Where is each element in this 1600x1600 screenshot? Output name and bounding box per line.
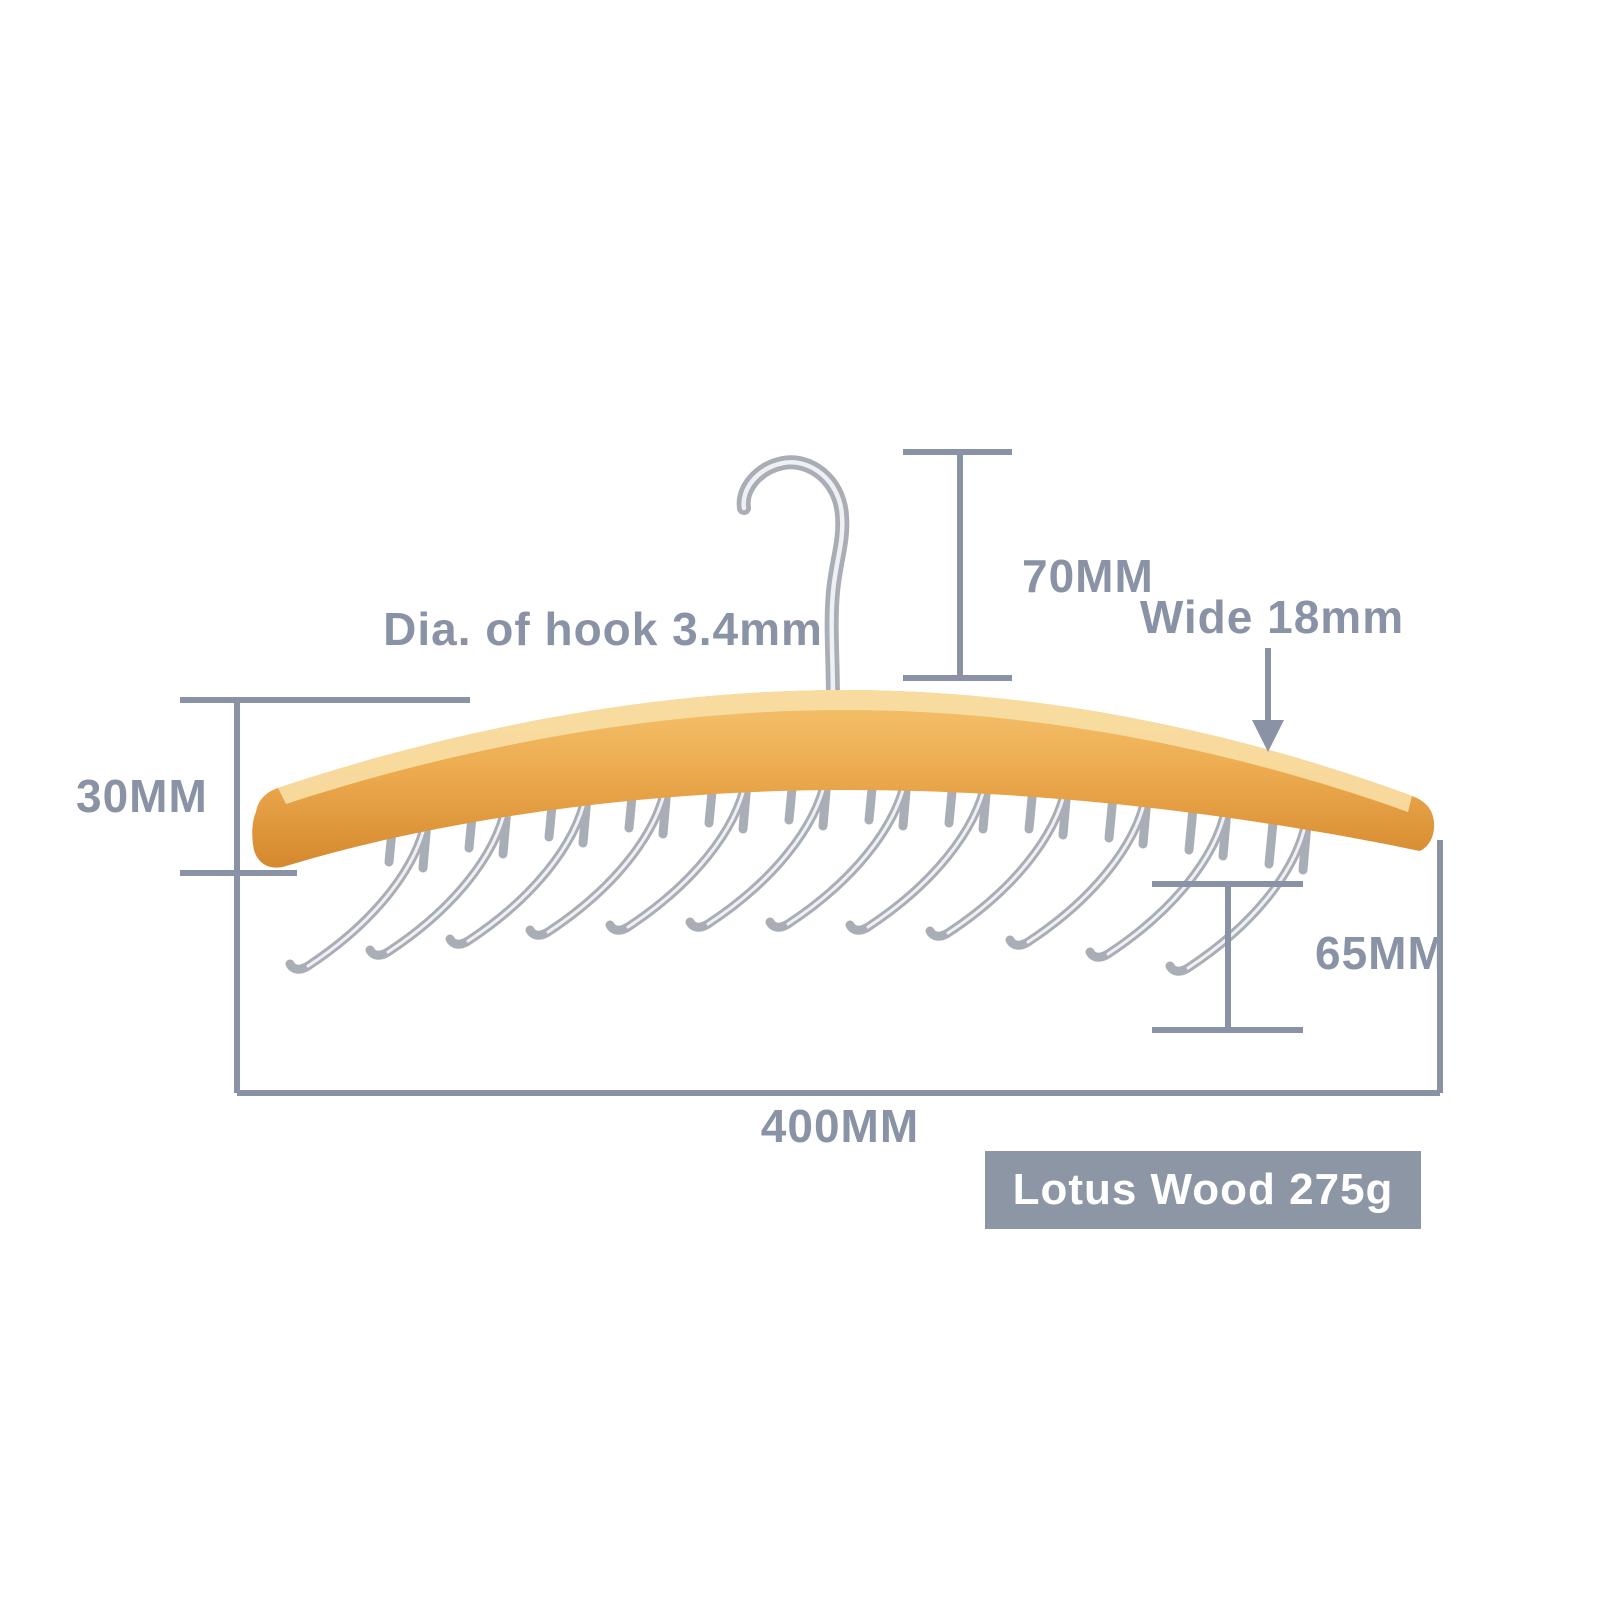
wide-label: Wide 18mm bbox=[1139, 591, 1405, 643]
hook-diameter-label: Dia. of hook 3.4mm bbox=[383, 603, 823, 655]
hanger-hook bbox=[736, 455, 850, 709]
material-badge: Lotus Wood 275g bbox=[985, 1151, 1421, 1229]
hook-height-label: 70MM bbox=[1022, 550, 1154, 602]
dim-65mm-line bbox=[1152, 881, 1303, 1033]
wood-top-highlight bbox=[278, 690, 1412, 812]
dim-400mm-line bbox=[237, 840, 1443, 1096]
thickness-label: 30MM bbox=[76, 770, 208, 822]
dim-70mm-line bbox=[903, 449, 1012, 681]
wide-arrow bbox=[1252, 648, 1284, 752]
material-badge-text: Lotus Wood 275g bbox=[1012, 1165, 1394, 1214]
wooden-bar bbox=[252, 690, 1435, 868]
width-label: 400MM bbox=[760, 1100, 920, 1152]
drop-label: 65MM bbox=[1315, 927, 1447, 979]
dim-30mm-line bbox=[180, 697, 470, 1093]
